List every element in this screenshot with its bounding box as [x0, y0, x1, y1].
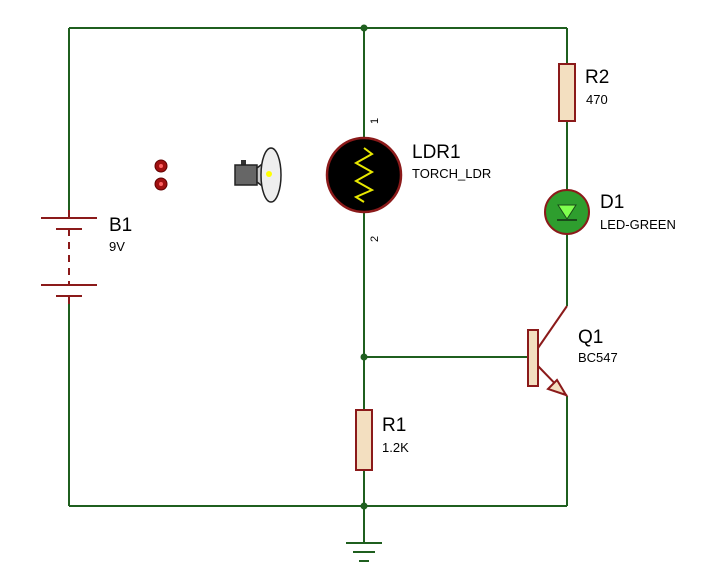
- resistor-r1[interactable]: R1 1.2K: [355, 409, 409, 471]
- ldr-zigzag: [353, 147, 375, 203]
- ldr-ldr1[interactable]: 1 2 LDR1 TORCH_LDR: [325, 118, 491, 242]
- wires: [68, 27, 568, 543]
- q1-value: BC547: [578, 350, 618, 365]
- junction-dot: [360, 502, 368, 510]
- ldr-pin-1: 1: [369, 118, 381, 124]
- q1-ref: Q1: [578, 327, 603, 348]
- resistor-r2[interactable]: R2 470: [558, 63, 609, 122]
- ldr-value: TORCH_LDR: [412, 166, 491, 181]
- ldr-pin-2: 2: [369, 236, 381, 242]
- probe-icon[interactable]: [154, 159, 168, 191]
- torch-icon[interactable]: [234, 147, 282, 203]
- ldr-ref: LDR1: [412, 142, 461, 163]
- junctions: [360, 24, 368, 510]
- r2-ref: R2: [585, 67, 609, 88]
- junction-dot: [360, 24, 368, 32]
- battery-ref: B1: [109, 215, 132, 236]
- r1-value: 1.2K: [382, 440, 409, 455]
- r2-value: 470: [586, 92, 608, 107]
- d1-value: LED-GREEN: [600, 217, 676, 232]
- d1-ref: D1: [600, 192, 624, 213]
- battery-value: 9V: [109, 239, 125, 254]
- ground-icon[interactable]: [346, 542, 382, 562]
- r1-ref: R1: [382, 415, 406, 436]
- led-d1[interactable]: D1 LED-GREEN: [544, 189, 676, 235]
- transistor-q1[interactable]: Q1 BC547: [527, 305, 618, 397]
- junction-dot: [360, 353, 368, 361]
- battery-b1[interactable]: B1 9V: [41, 210, 132, 304]
